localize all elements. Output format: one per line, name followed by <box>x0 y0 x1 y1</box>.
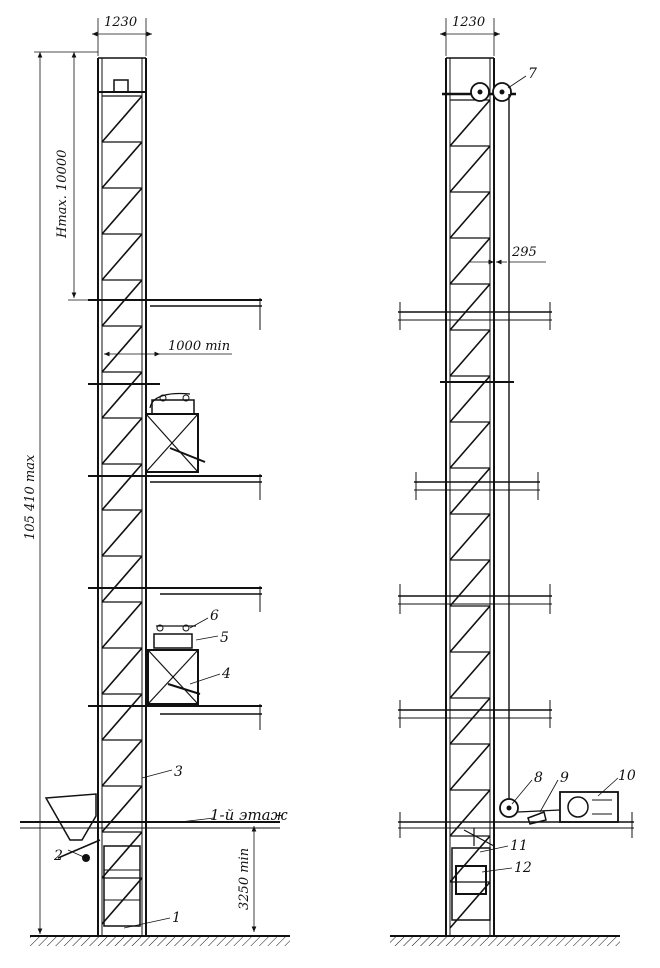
lattice-diagonal <box>449 375 491 423</box>
lattice-diagonal <box>449 191 491 239</box>
ground-right <box>390 936 620 946</box>
lattice-diagonal <box>101 877 143 925</box>
offset-label: 295 <box>511 245 537 260</box>
lattice-diagonal <box>101 279 143 327</box>
lattice-diagonal <box>101 693 143 741</box>
callout-8: 8 <box>534 770 543 786</box>
lattice-diagonal <box>101 739 143 787</box>
callout-7: 7 <box>528 66 537 82</box>
lattice-diagonal <box>101 187 143 235</box>
lattice-diagonal <box>101 785 143 833</box>
floor-slabs-right <box>398 302 634 838</box>
lattice-diagonal <box>449 99 491 147</box>
lattice-diagonal <box>101 417 143 465</box>
dimensions-left <box>34 18 257 934</box>
lattice-diagonal <box>449 651 491 699</box>
mast-left <box>97 57 147 936</box>
winch-assembly <box>499 791 619 825</box>
head-pulleys-right <box>442 82 516 806</box>
cage-lower <box>147 624 201 705</box>
width-label-left: 1230 <box>104 15 137 30</box>
lattice-diagonal <box>101 555 143 603</box>
hmax-label: Hmax. 10000 <box>55 150 70 239</box>
callout-3: 3 <box>174 764 183 780</box>
callout-9: 9 <box>560 770 569 786</box>
clearance-label: 1000 min <box>168 339 230 354</box>
callout-5: 5 <box>220 630 229 646</box>
lattice-diagonal <box>449 697 491 745</box>
ground-left <box>30 936 290 946</box>
dimensions-right <box>440 18 546 265</box>
lattice-diagonal <box>449 559 491 607</box>
lattice-diagonal <box>101 509 143 557</box>
lattice-diagonal <box>449 329 491 377</box>
lattice-diagonal <box>101 601 143 649</box>
lattice-diagonal <box>449 283 491 331</box>
lattice-diagonal <box>449 789 491 837</box>
lattice-diagonal <box>449 145 491 193</box>
total-height-label: 105 410 max <box>23 454 38 540</box>
callout-12: 12 <box>514 860 532 876</box>
lattice-diagonal <box>449 467 491 515</box>
leaders-right <box>479 75 619 873</box>
lattice-diagonal <box>101 831 143 879</box>
lattice-diagonal <box>449 237 491 285</box>
callout-6: 6 <box>210 608 219 624</box>
right-view: 1230 295 7 8 9 10 11 12 <box>390 15 636 946</box>
mast-right <box>445 57 495 936</box>
lattice-diagonal <box>101 233 143 281</box>
lattice-diagonal <box>449 421 491 469</box>
lattice-diagonal <box>101 141 143 189</box>
lattice-diagonal <box>101 463 143 511</box>
lattice-diagonal <box>101 325 143 373</box>
callout-11: 11 <box>510 838 528 854</box>
width-label-right: 1230 <box>452 15 485 30</box>
lattice-diagonal <box>101 647 143 695</box>
base-height-label: 3250 min <box>237 848 252 910</box>
lattice-diagonal <box>101 95 143 143</box>
cage-bottom <box>103 845 141 927</box>
leaders-left <box>67 617 221 929</box>
left-view: 1230 Hmax. 10000 105 410 max 1000 min 1-… <box>20 15 290 946</box>
lattice-diagonal <box>101 371 143 419</box>
cage-bottom-right <box>451 828 495 921</box>
callout-1: 1 <box>172 910 181 926</box>
callout-4: 4 <box>221 666 231 682</box>
lattice-diagonal <box>449 605 491 653</box>
floor-slabs-left <box>20 298 280 829</box>
callout-2: 2 <box>53 848 63 864</box>
head-pulley-left <box>113 79 129 93</box>
lattice-diagonal <box>449 743 491 791</box>
floor-1-label: 1-й этаж <box>210 806 288 824</box>
callout-10: 10 <box>618 768 636 784</box>
lattice-diagonal <box>449 513 491 561</box>
cage-upper <box>145 392 206 473</box>
